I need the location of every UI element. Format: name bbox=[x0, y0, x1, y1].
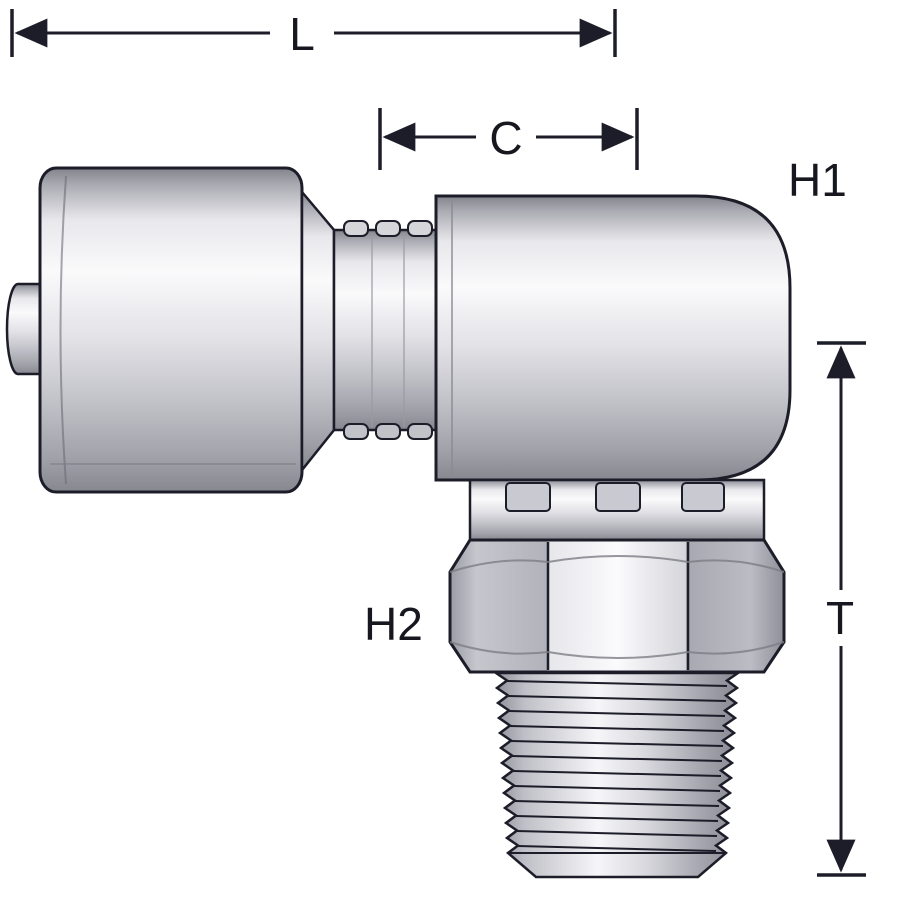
dim-L-label-gap bbox=[270, 6, 334, 60]
dimension-C: C bbox=[378, 108, 639, 170]
neck-cylinder bbox=[332, 228, 438, 432]
hex-nut bbox=[448, 538, 786, 674]
neck-ridge-top-1 bbox=[343, 220, 369, 237]
shell-face-rim-line bbox=[59, 175, 67, 485]
dim-C-label: C bbox=[489, 112, 522, 164]
hex-nut-outline bbox=[448, 538, 786, 674]
neck-ridge-bottom-3 bbox=[407, 423, 433, 440]
thread-silhouette bbox=[491, 671, 743, 879]
collar-slot-1 bbox=[505, 482, 551, 512]
elbow-body-outline bbox=[434, 194, 792, 482]
hex-bottom-chamfer-arcs bbox=[449, 641, 785, 659]
neck-ridge-bottom-2 bbox=[375, 423, 401, 440]
dim-C-label-gap bbox=[476, 110, 536, 164]
neck-ridge-top-3 bbox=[407, 220, 433, 237]
dimension-T: T bbox=[814, 341, 870, 877]
slotted-collar bbox=[468, 478, 766, 542]
hex-top-chamfer-arcs bbox=[449, 555, 785, 573]
elbow-body bbox=[434, 194, 792, 482]
dim-L-label: L bbox=[289, 8, 315, 60]
thread-crest-lines bbox=[506, 680, 728, 852]
collar-slot-2 bbox=[595, 482, 641, 512]
crimp-shell-cylinder bbox=[38, 166, 304, 494]
serrated-neck bbox=[332, 220, 438, 440]
label-H2: H2 bbox=[364, 598, 423, 650]
dim-T-label: T bbox=[826, 592, 854, 644]
label-H1: H1 bbox=[788, 154, 847, 206]
male-pipe-threads bbox=[491, 671, 743, 879]
neck-ridge-bottom-1 bbox=[343, 423, 369, 440]
dim-T-label-gap bbox=[814, 590, 870, 646]
collar-slot-3 bbox=[681, 482, 725, 512]
shell-bell-cone bbox=[300, 188, 336, 474]
neck-ridge-top-2 bbox=[375, 220, 401, 237]
crimp-shell bbox=[38, 166, 304, 494]
dimension-L: L bbox=[10, 6, 617, 60]
